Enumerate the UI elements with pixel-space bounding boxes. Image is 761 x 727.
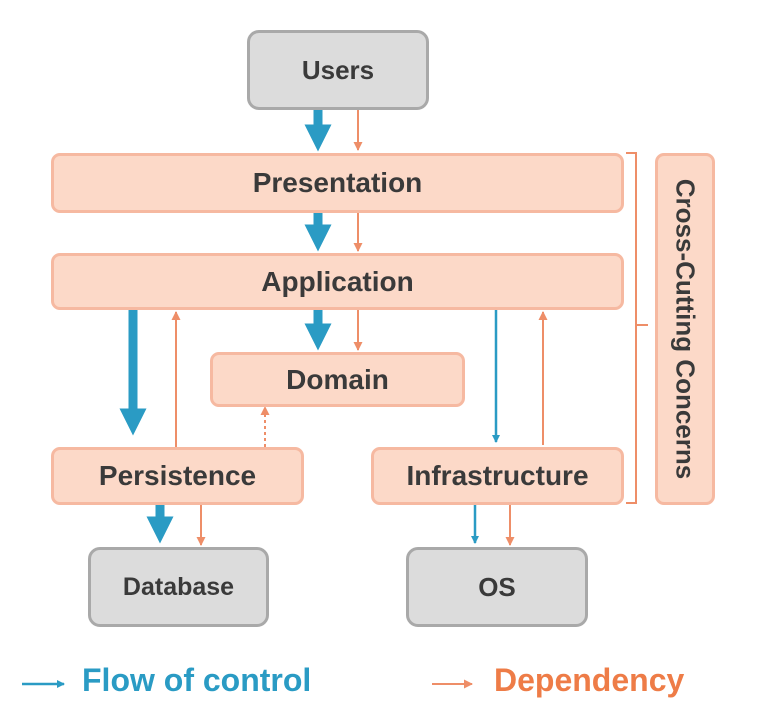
legend-flow: Flow of control: [70, 662, 311, 699]
os-node: OS: [406, 547, 588, 627]
infrastructure-layer: Infrastructure: [371, 447, 624, 505]
cross-cutting-bracket: [626, 152, 648, 504]
database-node: Database: [88, 547, 269, 627]
cross-cutting-concerns-box: Cross-Cutting Concerns: [655, 153, 715, 505]
users-node: Users: [247, 30, 429, 110]
legend-dependency: Dependency: [482, 662, 684, 699]
cross-cutting-concerns-label: Cross-Cutting Concerns: [670, 178, 701, 480]
presentation-layer: Presentation: [51, 153, 624, 213]
legend-flow-label: Flow of control: [82, 662, 312, 698]
application-layer: Application: [51, 253, 624, 310]
domain-layer: Domain: [210, 352, 465, 407]
persistence-layer: Persistence: [51, 447, 304, 505]
legend-dependency-label: Dependency: [494, 662, 685, 698]
